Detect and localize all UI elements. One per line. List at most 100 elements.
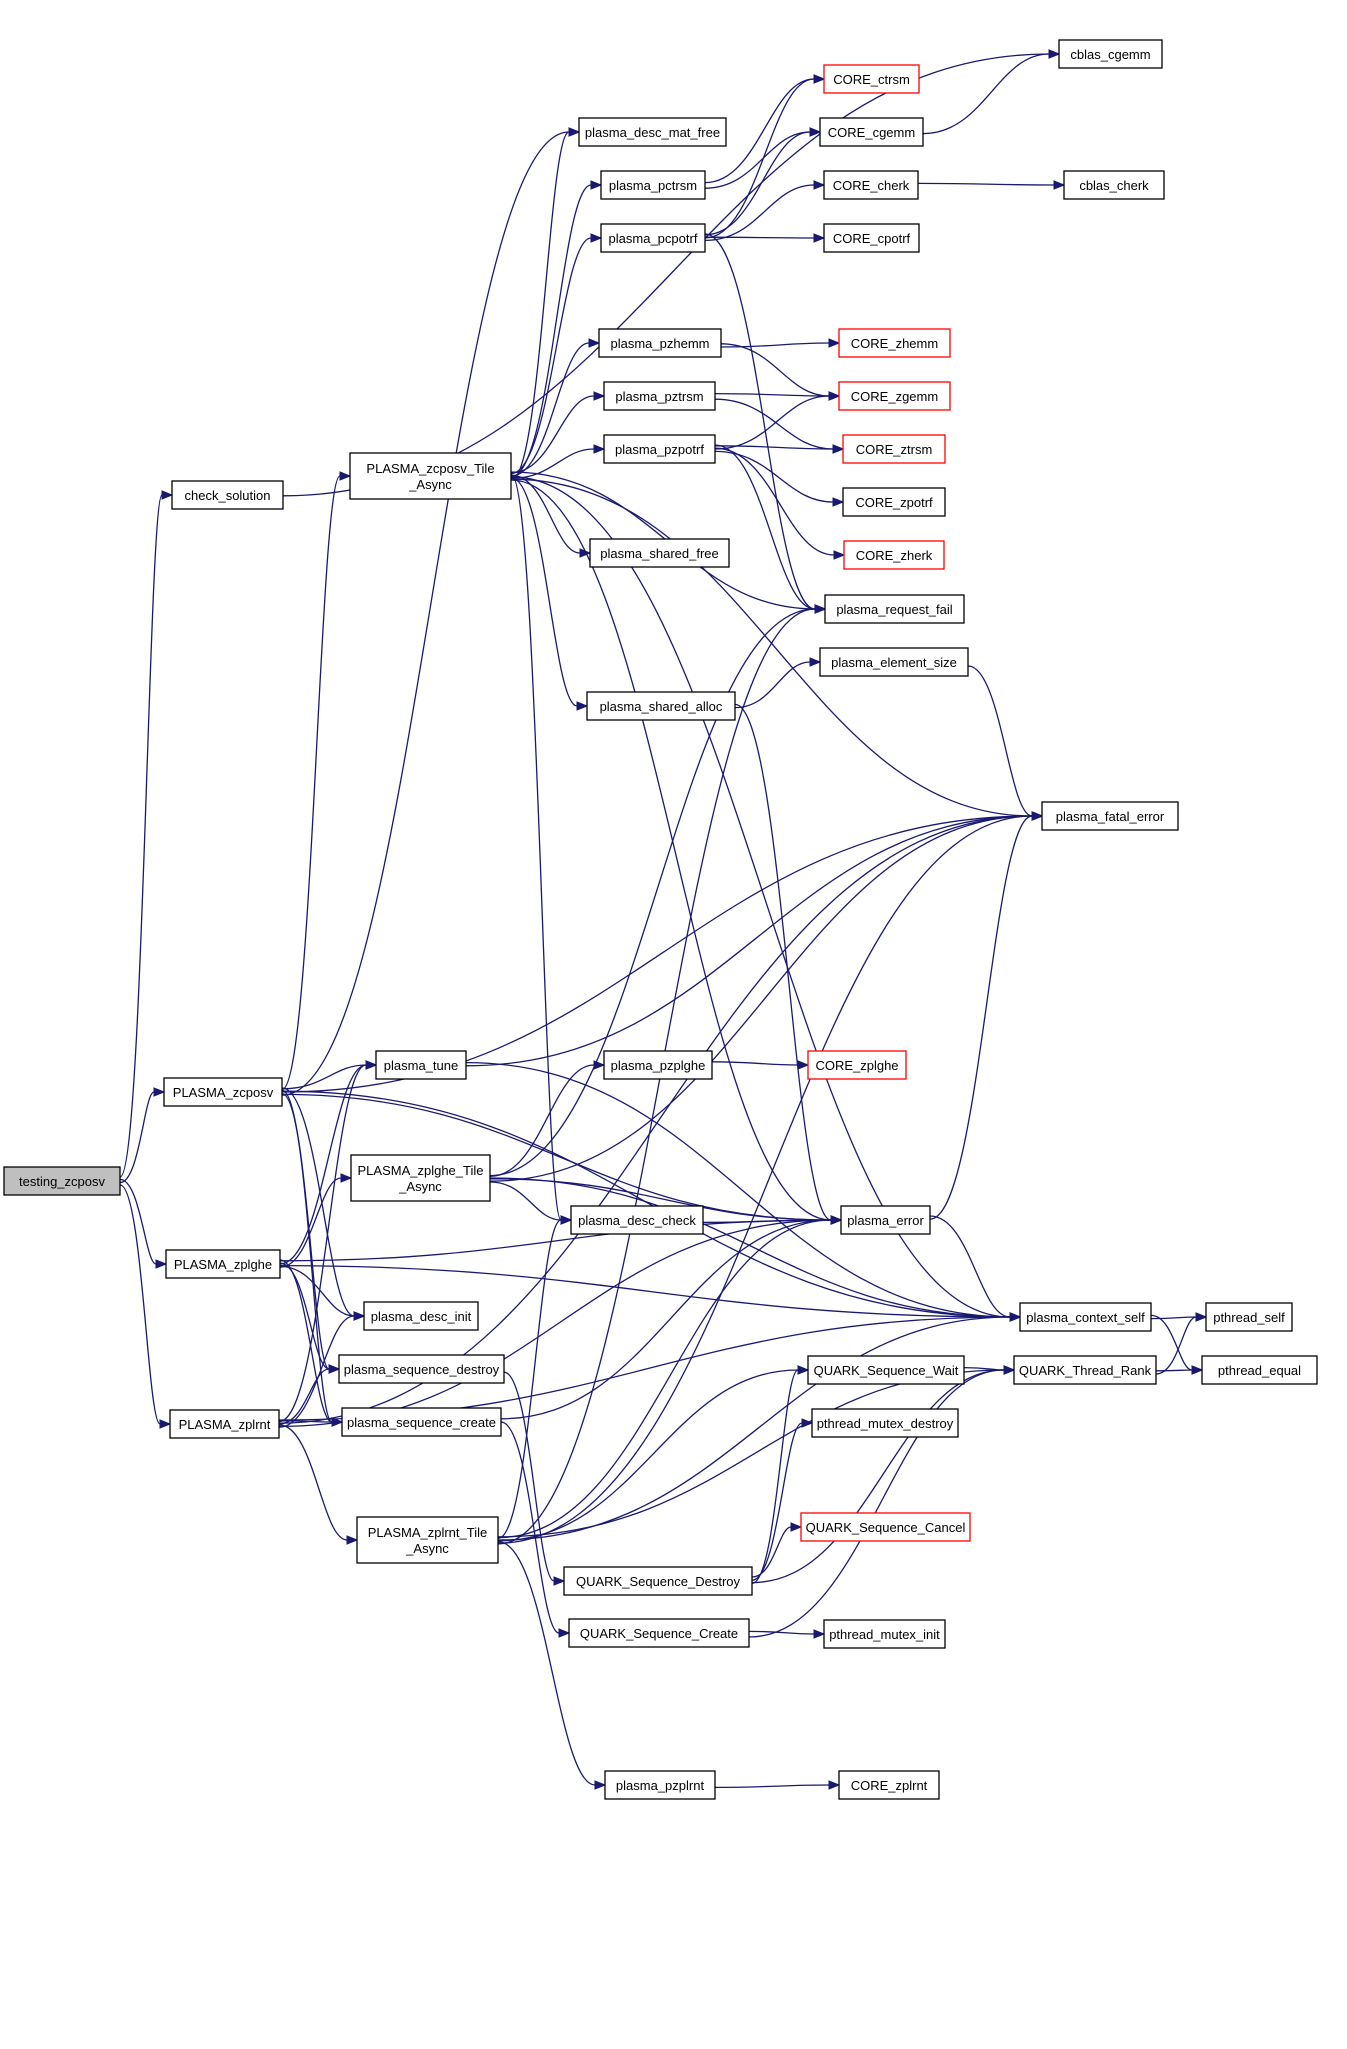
node-core-cgemm[interactable]: CORE_cgemm — [819, 117, 924, 147]
node-plasma-zplghe[interactable]: PLASMA_zplghe — [165, 1249, 281, 1279]
node-quark-sequence-destroy[interactable]: QUARK_Sequence_Destroy — [563, 1566, 753, 1596]
node-pthread-equal[interactable]: pthread_equal — [1201, 1355, 1318, 1385]
node-quark-sequence-wait[interactable]: QUARK_Sequence_Wait — [807, 1355, 965, 1385]
node-box[interactable] — [842, 434, 946, 464]
node-plasma-pzpotrf[interactable]: plasma_pzpotrf — [603, 434, 716, 464]
node-box[interactable] — [356, 1516, 499, 1564]
node-plasma-sequence-destroy[interactable]: plasma_sequence_destroy — [338, 1354, 505, 1384]
node-pthread-mutex-init[interactable]: pthread_mutex_init — [823, 1619, 946, 1649]
node-plasma-context-self[interactable]: plasma_context_self — [1019, 1302, 1152, 1332]
node-box[interactable] — [843, 540, 945, 570]
node-plasma-zplrnt-tile-async[interactable]: PLASMA_zplrnt_Tile_Async — [356, 1516, 499, 1564]
node-box[interactable] — [1013, 1355, 1157, 1385]
node-box[interactable] — [169, 1409, 280, 1439]
node-core-zherk[interactable]: CORE_zherk — [843, 540, 945, 570]
node-box[interactable] — [807, 1355, 965, 1385]
node-box[interactable] — [338, 1354, 505, 1384]
node-box[interactable] — [838, 328, 951, 358]
node-box[interactable] — [570, 1205, 704, 1235]
node-cblas-cgemm[interactable]: cblas_cgemm — [1058, 39, 1163, 69]
node-box[interactable] — [1041, 801, 1179, 831]
node-quark-sequence-cancel[interactable]: QUARK_Sequence_Cancel — [800, 1512, 971, 1542]
node-plasma-fatal-error[interactable]: plasma_fatal_error — [1041, 801, 1179, 831]
node-plasma-zcposv-tile-async[interactable]: PLASMA_zcposv_Tile_Async — [349, 452, 512, 500]
node-box[interactable] — [800, 1512, 971, 1542]
node-box[interactable] — [589, 538, 730, 568]
node-box[interactable] — [604, 1770, 716, 1800]
node-box[interactable] — [598, 328, 722, 358]
node-box[interactable] — [375, 1050, 467, 1080]
node-plasma-error[interactable]: plasma_error — [840, 1205, 931, 1235]
node-box[interactable] — [807, 1050, 907, 1080]
node-quark-thread-rank[interactable]: QUARK_Thread_Rank — [1013, 1355, 1157, 1385]
node-box[interactable] — [600, 170, 706, 200]
node-core-zhemm[interactable]: CORE_zhemm — [838, 328, 951, 358]
node-plasma-pzplghe[interactable]: plasma_pzplghe — [603, 1050, 713, 1080]
node-box[interactable] — [578, 117, 727, 147]
node-box[interactable] — [163, 1077, 283, 1107]
node-core-ctrsm[interactable]: CORE_ctrsm — [823, 64, 920, 94]
node-box[interactable] — [1019, 1302, 1152, 1332]
node-plasma-shared-alloc[interactable]: plasma_shared_alloc — [586, 691, 736, 721]
node-box[interactable] — [603, 1050, 713, 1080]
node-box[interactable] — [600, 223, 706, 253]
node-box[interactable] — [349, 452, 512, 500]
node-box[interactable] — [840, 1205, 931, 1235]
node-box[interactable] — [1201, 1355, 1318, 1385]
node-box[interactable] — [568, 1618, 750, 1648]
node-testing-zcposv[interactable]: testing_zcposv — [3, 1166, 121, 1196]
node-box[interactable] — [603, 381, 716, 411]
node-box[interactable] — [563, 1566, 753, 1596]
node-box[interactable] — [341, 1407, 502, 1437]
node-plasma-zcposv[interactable]: PLASMA_zcposv — [163, 1077, 283, 1107]
node-core-zgemm[interactable]: CORE_zgemm — [838, 381, 951, 411]
node-plasma-sequence-create[interactable]: plasma_sequence_create — [341, 1407, 502, 1437]
node-box[interactable] — [171, 480, 284, 510]
node-plasma-tune[interactable]: plasma_tune — [375, 1050, 467, 1080]
node-box[interactable] — [819, 647, 969, 677]
node-pthread-mutex-destroy[interactable]: pthread_mutex_destroy — [811, 1408, 959, 1438]
node-cblas-cherk[interactable]: cblas_cherk — [1063, 170, 1165, 200]
node-box[interactable] — [1063, 170, 1165, 200]
node-core-ztrsm[interactable]: CORE_ztrsm — [842, 434, 946, 464]
node-plasma-zplghe-tile-async[interactable]: PLASMA_zplghe_Tile_Async — [350, 1154, 491, 1202]
node-box[interactable] — [838, 1770, 940, 1800]
node-box[interactable] — [165, 1249, 281, 1279]
node-plasma-desc-mat-free[interactable]: plasma_desc_mat_free — [578, 117, 727, 147]
node-core-zplrnt[interactable]: CORE_zplrnt — [838, 1770, 940, 1800]
node-plasma-pzhemm[interactable]: plasma_pzhemm — [598, 328, 722, 358]
node-core-cherk[interactable]: CORE_cherk — [823, 170, 919, 200]
node-box[interactable] — [819, 117, 924, 147]
node-plasma-element-size[interactable]: plasma_element_size — [819, 647, 969, 677]
node-box[interactable] — [823, 1619, 946, 1649]
node-box[interactable] — [838, 381, 951, 411]
node-box[interactable] — [824, 594, 965, 624]
node-box[interactable] — [811, 1408, 959, 1438]
node-box[interactable] — [363, 1301, 479, 1331]
node-plasma-pztrsm[interactable]: plasma_pztrsm — [603, 381, 716, 411]
node-box[interactable] — [603, 434, 716, 464]
node-plasma-pcpotrf[interactable]: plasma_pcpotrf — [600, 223, 706, 253]
node-plasma-desc-check[interactable]: plasma_desc_check — [570, 1205, 704, 1235]
node-plasma-pzplrnt[interactable]: plasma_pzplrnt — [604, 1770, 716, 1800]
node-box[interactable] — [350, 1154, 491, 1202]
node-plasma-shared-free[interactable]: plasma_shared_free — [589, 538, 730, 568]
node-box[interactable] — [823, 64, 920, 94]
node-box[interactable] — [823, 170, 919, 200]
node-quark-sequence-create[interactable]: QUARK_Sequence_Create — [568, 1618, 750, 1648]
node-core-zpotrf[interactable]: CORE_zpotrf — [842, 487, 946, 517]
node-check-solution[interactable]: check_solution — [171, 480, 284, 510]
node-plasma-zplrnt[interactable]: PLASMA_zplrnt — [169, 1409, 280, 1439]
node-box[interactable] — [823, 223, 920, 253]
node-box[interactable] — [842, 487, 946, 517]
node-core-zplghe[interactable]: CORE_zplghe — [807, 1050, 907, 1080]
node-box[interactable] — [3, 1166, 121, 1196]
node-plasma-pctrsm[interactable]: plasma_pctrsm — [600, 170, 706, 200]
node-plasma-desc-init[interactable]: plasma_desc_init — [363, 1301, 479, 1331]
node-core-cpotrf[interactable]: CORE_cpotrf — [823, 223, 920, 253]
node-pthread-self[interactable]: pthread_self — [1205, 1302, 1293, 1332]
node-box[interactable] — [586, 691, 736, 721]
node-box[interactable] — [1205, 1302, 1293, 1332]
node-box[interactable] — [1058, 39, 1163, 69]
node-plasma-request-fail[interactable]: plasma_request_fail — [824, 594, 965, 624]
